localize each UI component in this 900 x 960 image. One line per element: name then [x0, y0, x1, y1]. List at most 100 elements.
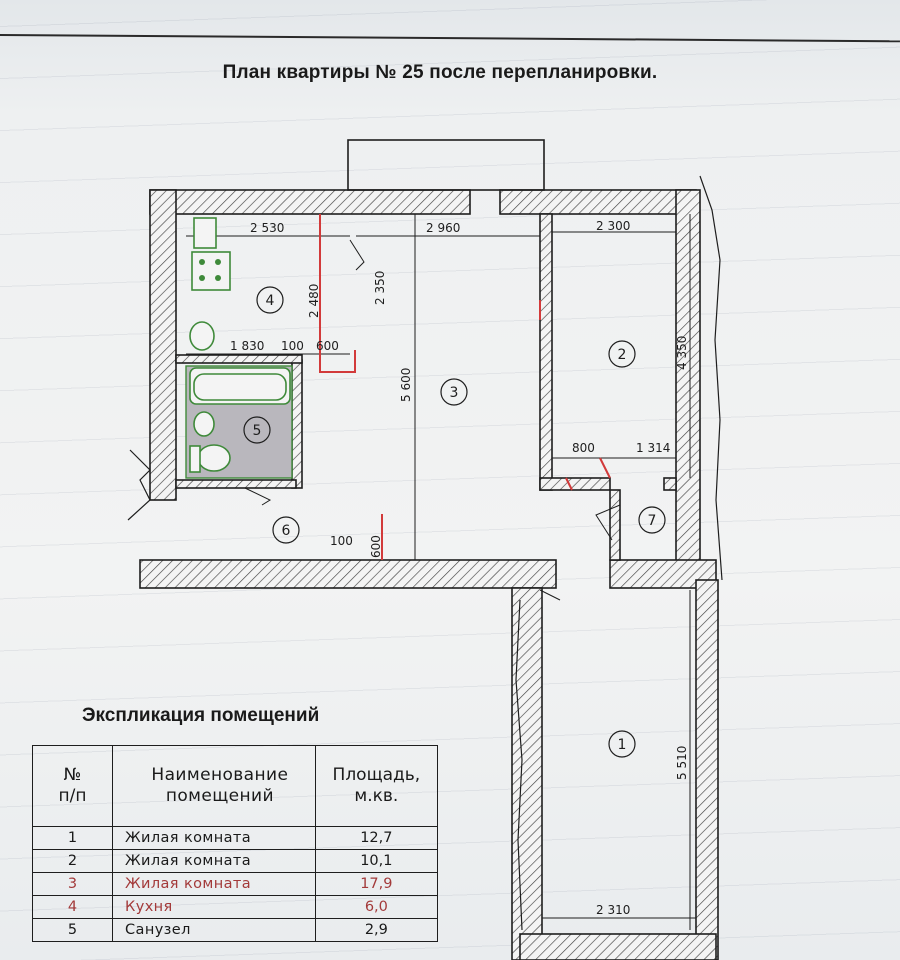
dim-800: 800	[572, 441, 595, 455]
dim-5600: 5 600	[399, 368, 413, 402]
dim-2480: 2 480	[307, 284, 321, 318]
row-name: Жилая комната	[112, 849, 316, 873]
room-1-label: 1	[618, 737, 627, 753]
dim-100b: 100	[330, 534, 353, 548]
kitchen-washer	[189, 321, 215, 351]
stove-burner-3	[199, 275, 205, 281]
room-1-circle	[608, 730, 636, 758]
explication-title: Экспликация помещений	[82, 705, 320, 726]
row-name: Жилая комната	[112, 872, 316, 896]
door-kitchen	[349, 239, 365, 271]
wall-bottom	[519, 933, 717, 960]
room-3-circle	[440, 378, 468, 406]
room-7-label: 7	[648, 513, 657, 529]
table-row: 3 Жилая комната 17,9	[31, 872, 439, 896]
header-area-line1: Площадь,	[332, 765, 421, 785]
dim-600a: 600	[316, 339, 339, 353]
row-area: 2,9	[314, 918, 439, 942]
break-line-right	[699, 175, 723, 581]
wall-left	[149, 189, 177, 501]
dim-1314: 1 314	[636, 441, 670, 455]
dim-100a: 100	[281, 339, 304, 353]
row-name: Жилая комната	[112, 826, 316, 850]
row-area: 17,9	[314, 872, 439, 896]
room-4-circle	[256, 286, 284, 314]
table-row: 4 Кухня 6,0	[31, 895, 439, 919]
toilet	[197, 444, 231, 472]
room-2-label: 2	[618, 347, 627, 363]
dim-2960: 2 960	[426, 221, 460, 235]
dim-2310: 2 310	[596, 903, 630, 917]
break-lines	[127, 175, 723, 931]
break-line-room1	[515, 599, 523, 931]
table-row: 1 Жилая комната 12,7	[31, 826, 439, 850]
header-num-line1: №	[63, 765, 82, 785]
room-4-label: 4	[266, 293, 275, 309]
stove-burner-1	[199, 259, 205, 265]
wall-room2-bottom-right	[663, 477, 677, 491]
header-name-line1: Наименование	[151, 765, 289, 785]
header-area: Площадь, м.кв.	[314, 745, 439, 827]
door-room1	[539, 589, 561, 601]
wall-middle	[139, 559, 557, 589]
dim-2300: 2 300	[596, 219, 630, 233]
plan-title: План квартиры № 25 после перепланировки.	[222, 62, 658, 83]
stove-burner-4	[215, 275, 221, 281]
wall-room7-left	[609, 489, 621, 561]
row-num: 3	[31, 872, 114, 896]
row-name: Кухня	[112, 895, 316, 919]
wall-room1-right	[695, 579, 719, 960]
row-num: 1	[31, 826, 114, 850]
room-2-circle	[608, 340, 636, 368]
dim-1830: 1 830	[230, 339, 264, 353]
red-mark-room2b	[565, 477, 573, 491]
table-header-row: № п/п Наименование помещений Площадь, м.…	[31, 745, 439, 827]
room-5-label: 5	[253, 423, 262, 439]
header-area-line2: м.кв.	[354, 786, 399, 806]
header-num: № п/п	[31, 745, 114, 827]
red-partition-kitchen	[319, 214, 356, 373]
balcony	[347, 139, 545, 191]
bathroom-sink	[193, 411, 215, 437]
wall-room1-left	[511, 587, 543, 960]
table-row: 5 Санузел 2,9	[31, 918, 439, 942]
header-name-line2: помещений	[165, 786, 274, 806]
break-line-left	[127, 449, 151, 521]
wall-bath-bottom	[175, 479, 297, 489]
explication-table: № п/п Наименование помещений Площадь, м.…	[31, 745, 439, 942]
stove	[191, 251, 231, 291]
stove-burner-2	[215, 259, 221, 265]
row-num: 4	[31, 895, 114, 919]
row-name: Санузел	[112, 918, 316, 942]
room-3-label: 3	[450, 385, 459, 401]
wall-bath-top	[175, 354, 303, 364]
table-row: 2 Жилая комната 10,1	[31, 849, 439, 873]
wall-bath-right	[291, 359, 303, 489]
header-num-line2: п/п	[58, 786, 87, 806]
row-num: 2	[31, 849, 114, 873]
room-6-circle	[272, 516, 300, 544]
dim-4350: 4 350	[675, 336, 689, 370]
door-room7	[595, 504, 621, 541]
wall-right-upper	[675, 189, 701, 581]
row-area: 10,1	[314, 849, 439, 873]
wall-room2-left	[539, 213, 553, 491]
room-5-circle	[243, 416, 271, 444]
row-num: 5	[31, 918, 114, 942]
walls	[139, 189, 719, 960]
door-bath	[244, 487, 272, 506]
wall-top-left	[149, 189, 471, 215]
toilet-tank	[189, 445, 201, 473]
wall-room2-bottom	[539, 477, 611, 491]
header-name: Наименование помещений	[112, 745, 316, 827]
wall-top-right	[499, 189, 697, 215]
dim-600b: 600	[369, 535, 383, 558]
room-7-circle	[638, 506, 666, 534]
dim-2530: 2 530	[250, 221, 284, 235]
bathtub-inner	[193, 373, 287, 401]
dim-2350: 2 350	[373, 271, 387, 305]
room-6-label: 6	[282, 523, 291, 539]
dim-5510: 5 510	[675, 746, 689, 780]
row-area: 6,0	[314, 895, 439, 919]
